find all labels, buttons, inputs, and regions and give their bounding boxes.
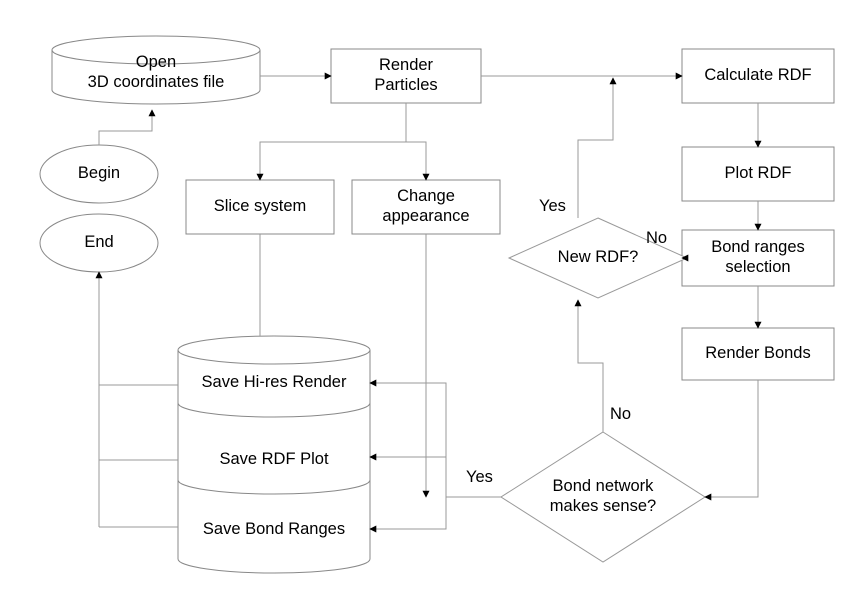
node-end[interactable] bbox=[39, 213, 159, 273]
edge-render-bonds-to-bond-network bbox=[704, 380, 759, 501]
node-bond-ranges-selection[interactable] bbox=[681, 229, 835, 287]
edge-bus-to-save-bond-ranges bbox=[369, 497, 447, 533]
node-render-bonds[interactable] bbox=[681, 327, 835, 381]
edge-bus-to-save-hires bbox=[369, 379, 447, 497]
node-open-file[interactable] bbox=[51, 35, 261, 105]
edge-bond-network-no bbox=[574, 299, 604, 432]
edge-render-particles-to-change-appearance bbox=[406, 141, 430, 181]
node-bond-network[interactable] bbox=[500, 431, 706, 563]
edge-new-rdf-yes bbox=[577, 77, 617, 218]
node-slice-system[interactable] bbox=[185, 179, 335, 235]
node-calculate-rdf[interactable] bbox=[681, 48, 835, 104]
node-begin[interactable] bbox=[39, 144, 159, 204]
node-save-stack bbox=[177, 335, 371, 574]
edge-begin-to-open bbox=[98, 109, 156, 145]
edge-render-particles-split bbox=[256, 103, 407, 181]
node-plot-rdf[interactable] bbox=[681, 146, 835, 202]
node-new-rdf[interactable] bbox=[507, 217, 689, 299]
node-render-particles[interactable] bbox=[330, 48, 482, 104]
node-change-appearance[interactable] bbox=[351, 179, 501, 235]
